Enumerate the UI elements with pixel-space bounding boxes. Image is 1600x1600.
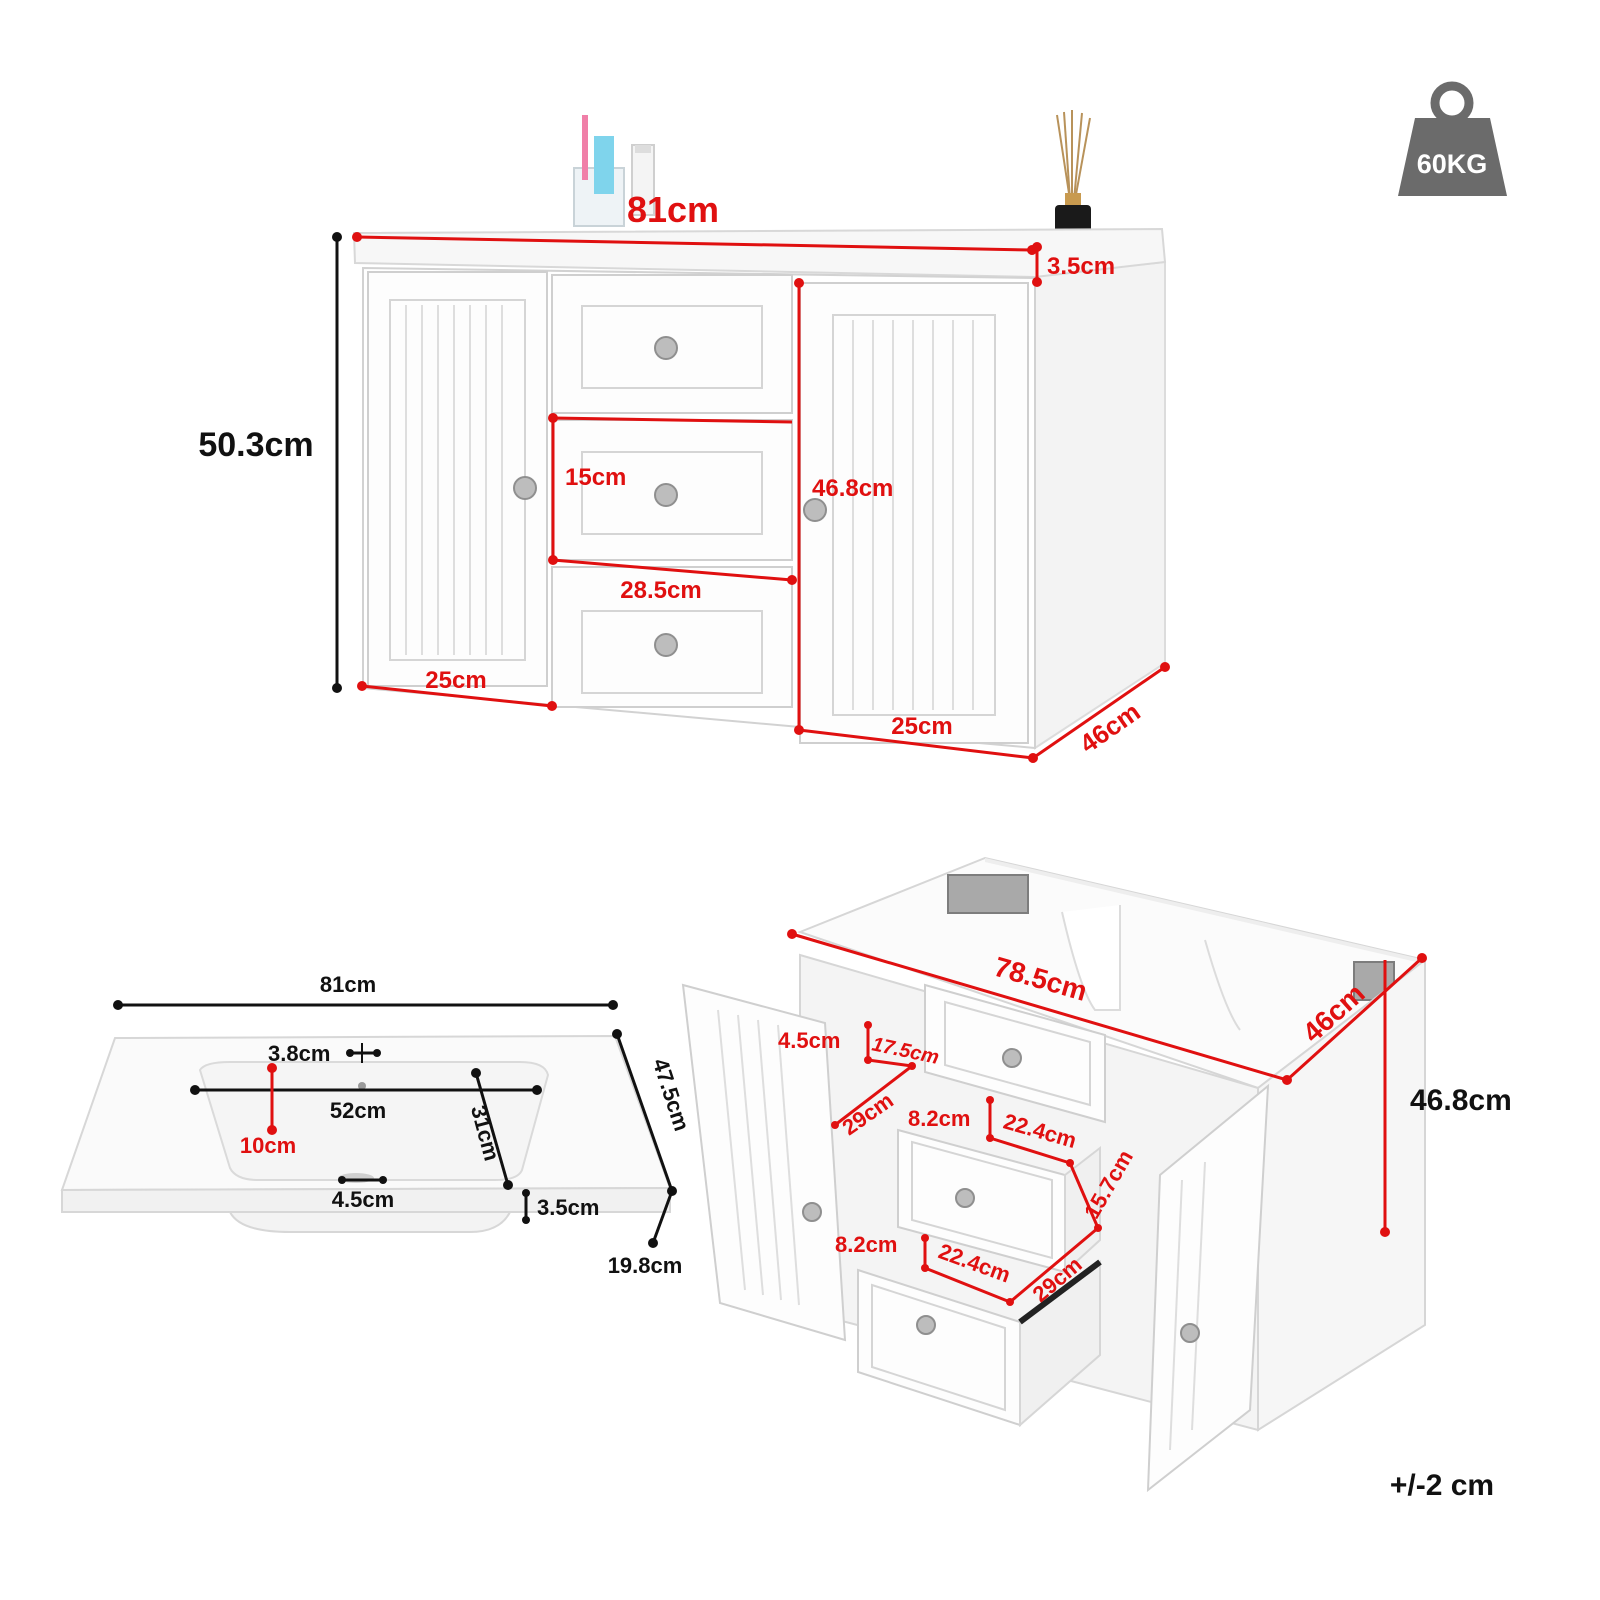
knob-icon <box>513 476 537 500</box>
open-drawer-bottom[interactable] <box>857 1259 1102 1428</box>
front-view-cabinet <box>352 110 1167 750</box>
knob-icon <box>803 498 827 522</box>
left-door-open[interactable] <box>681 983 847 1342</box>
knob-icon <box>916 1315 936 1335</box>
mid-drawer-height-label: 8.2cm <box>908 1106 970 1131</box>
drawer-middle[interactable] <box>551 419 793 561</box>
knob-icon <box>1180 1323 1200 1343</box>
open-drawer-top[interactable] <box>924 983 1106 1124</box>
low-drawer-height-label: 8.2cm <box>835 1232 897 1257</box>
bowl-width-label: 52cm <box>330 1098 386 1123</box>
total-height-label: 50.3cm <box>198 426 313 464</box>
knob-icon <box>1002 1048 1022 1068</box>
right-door-open[interactable] <box>1146 1083 1270 1493</box>
drawer-height-label: 15cm <box>565 464 626 491</box>
right-door[interactable] <box>799 282 1029 744</box>
reed-diffuser-icon <box>1055 110 1091 233</box>
open-height-label: 46.8cm <box>1410 1084 1512 1117</box>
knob-icon <box>955 1188 975 1208</box>
right-door-width-label: 25cm <box>891 713 952 740</box>
knob-icon <box>654 483 678 507</box>
drawer-bottom[interactable] <box>551 566 793 708</box>
left-door[interactable] <box>367 271 548 687</box>
overflow-icon <box>358 1082 366 1090</box>
wall-bracket-left-icon <box>947 874 1029 914</box>
drawer-width-label: 28.5cm <box>620 577 701 604</box>
countertop-thickness-label: 3.5cm <box>1047 253 1115 280</box>
open-cabinet <box>681 856 1428 1493</box>
drawer-top[interactable] <box>551 274 793 414</box>
sink-depth-label: 47.5cm <box>648 1055 695 1134</box>
sink-width-label: 81cm <box>320 972 376 997</box>
toiletries-cup-icon <box>573 115 655 227</box>
bowl-height-label: 19.8cm <box>608 1253 683 1278</box>
knob-icon <box>802 1202 822 1222</box>
bowl-depth-label: 10cm <box>240 1133 296 1158</box>
open-drawer-middle[interactable] <box>897 1128 1101 1275</box>
weight-label: 60KG <box>1417 149 1488 179</box>
left-door-width-label: 25cm <box>425 667 486 694</box>
cabinet-height-label: 46.8cm <box>812 475 893 502</box>
faucet-hole-label: 3.8cm <box>268 1041 330 1066</box>
top-width-label: 81cm <box>627 189 719 230</box>
knob-icon <box>654 633 678 657</box>
top-drawer-height-label: 4.5cm <box>778 1028 840 1053</box>
tolerance-note: +/-2 cm <box>1390 1469 1494 1502</box>
sink-dimensions: 81cm 3.8cm 52cm 10cm 31cm 47.5cm 4.5cm 3… <box>113 972 695 1278</box>
weight-icon: 60KG <box>1398 81 1507 196</box>
rim-thickness-label: 3.5cm <box>537 1195 599 1220</box>
knob-icon <box>654 336 678 360</box>
drain-label: 4.5cm <box>332 1187 394 1212</box>
